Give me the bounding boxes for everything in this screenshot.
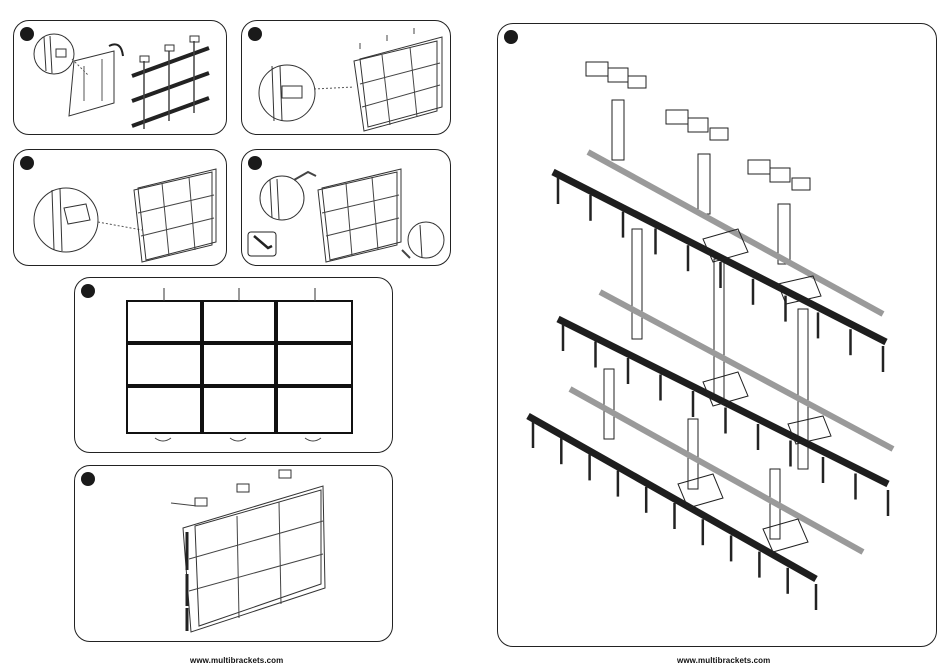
step-7-exploded-view [498, 24, 936, 646]
step-7-panel [497, 23, 937, 647]
step-6-panel [74, 465, 393, 642]
step-3-panel [13, 149, 227, 266]
step-3-illustration [14, 150, 226, 265]
step-1-panel [13, 20, 227, 135]
footer-url-right[interactable]: www.multibrackets.com [677, 656, 770, 665]
step-2-panel [241, 20, 451, 135]
step-4-panel [241, 149, 451, 266]
step-5-illustration [75, 278, 392, 452]
step-1-illustration [14, 21, 226, 134]
step-2-illustration [242, 21, 450, 134]
footer-url-left[interactable]: www.multibrackets.com [190, 656, 283, 665]
step-4-illustration [242, 150, 450, 265]
step-5-panel [74, 277, 393, 453]
step-6-illustration [75, 466, 392, 641]
